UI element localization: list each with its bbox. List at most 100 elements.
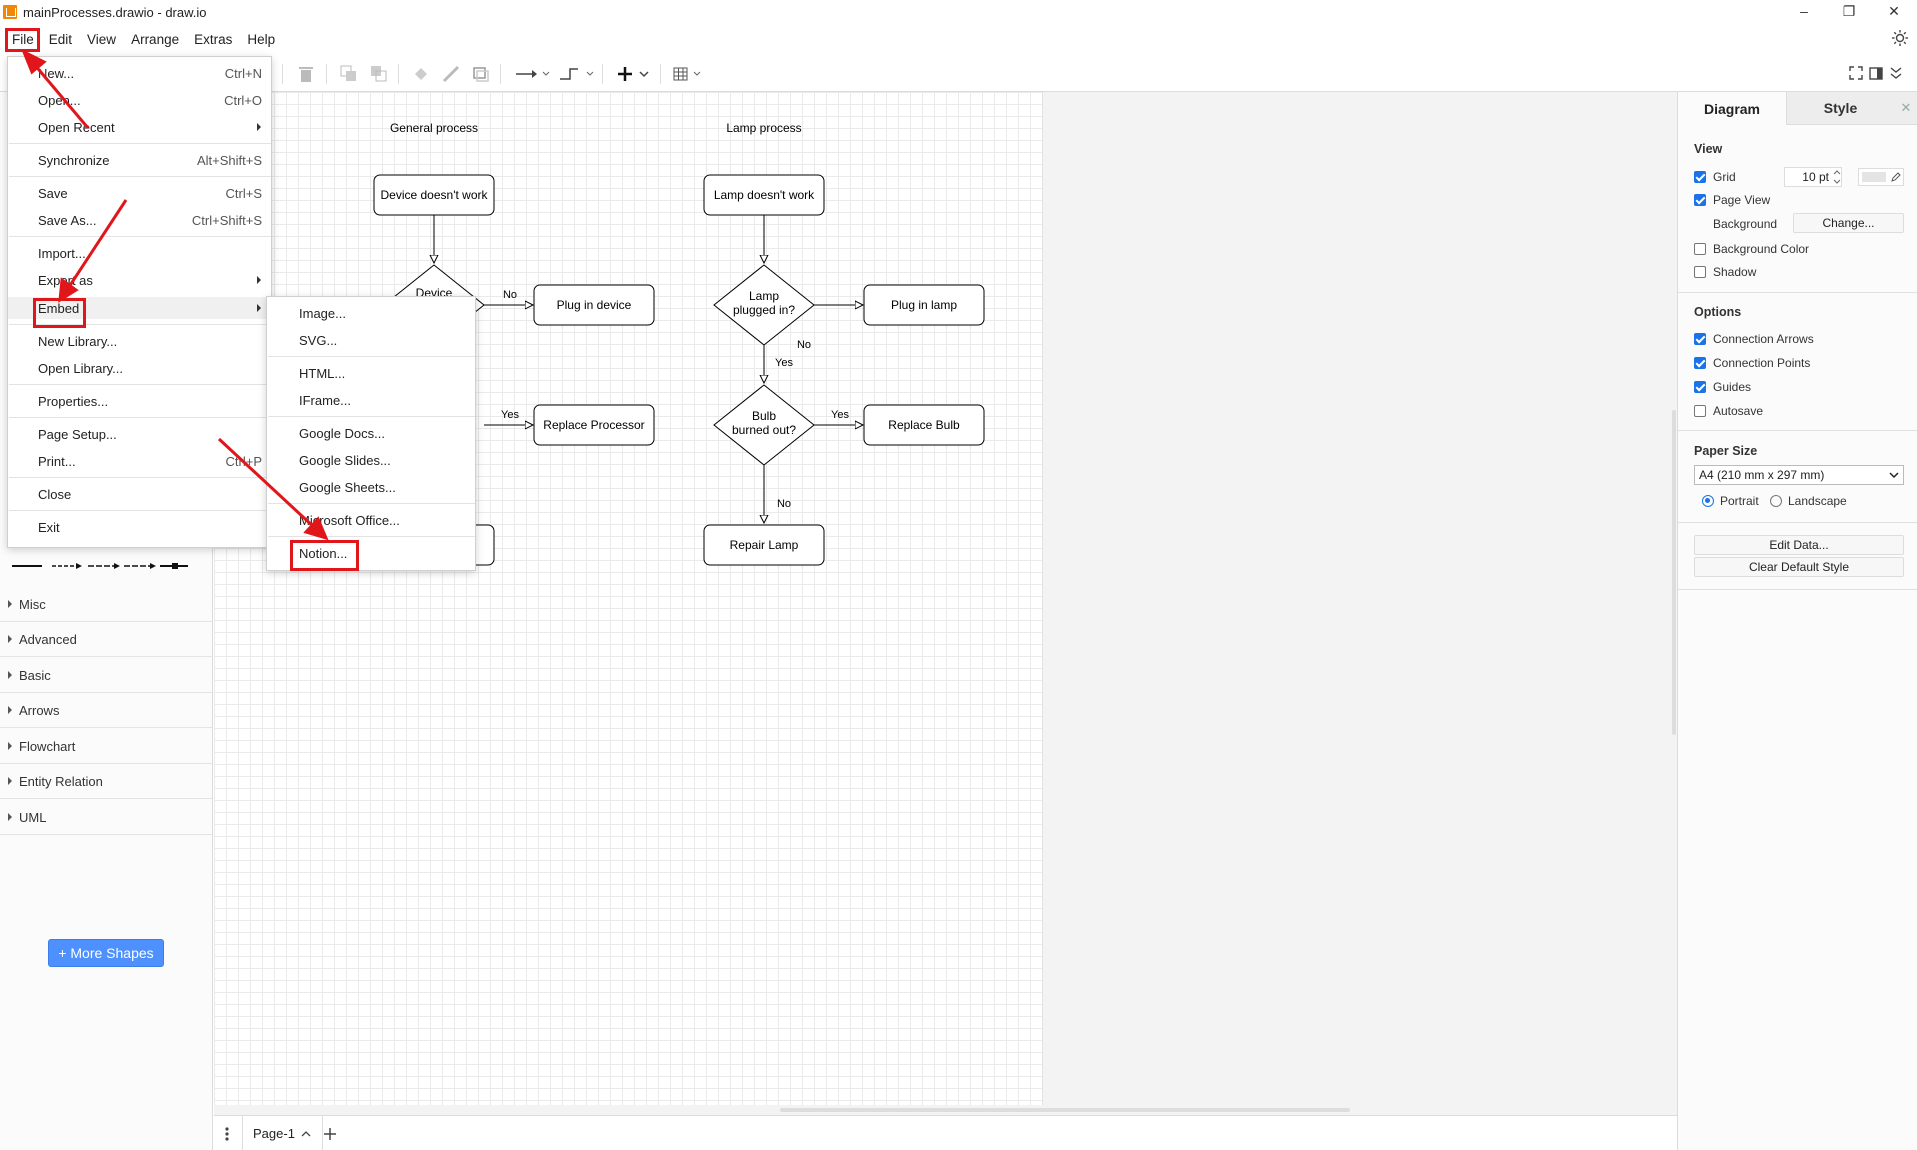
- lamp-repair-node[interactable]: [703, 524, 825, 566]
- menu-item-export-as[interactable]: Export as: [8, 269, 271, 291]
- line-color-icon[interactable]: [442, 65, 460, 83]
- checkbox-unchecked-icon[interactable]: [1694, 266, 1706, 278]
- grid-size-input[interactable]: 10 pt: [1784, 167, 1842, 187]
- menu-help[interactable]: Help: [247, 31, 276, 47]
- change-background-button[interactable]: Change...: [1793, 213, 1904, 233]
- embed-item-google-slides[interactable]: Google Slides...: [299, 452, 391, 468]
- menu-arrange[interactable]: Arrange: [131, 31, 180, 47]
- menu-item-open[interactable]: Open...Ctrl+O: [38, 92, 262, 108]
- page-tab-active[interactable]: Page-1: [242, 1116, 323, 1150]
- checkbox-checked-icon[interactable]: [1694, 171, 1706, 183]
- spinner-arrows-icon[interactable]: [1832, 168, 1842, 186]
- shadow-checkbox[interactable]: Shadow: [1694, 265, 1756, 279]
- fill-color-icon[interactable]: [412, 65, 430, 83]
- shape-category-flowchart[interactable]: Flowchart: [0, 729, 212, 764]
- embed-item-html[interactable]: HTML...: [299, 365, 346, 381]
- shape-category-uml[interactable]: UML: [0, 800, 212, 835]
- pages-menu-icon[interactable]: [222, 1126, 232, 1142]
- menu-item-import[interactable]: Import...: [38, 245, 86, 261]
- menu-item-properties[interactable]: Properties...: [38, 393, 109, 409]
- clear-default-style-button[interactable]: Clear Default Style: [1694, 557, 1904, 577]
- shape-category-basic[interactable]: Basic: [0, 658, 212, 693]
- collapse-chevrons-icon[interactable]: [1888, 65, 1904, 83]
- landscape-radio[interactable]: Landscape: [1770, 494, 1847, 508]
- menu-item-exit[interactable]: Exit: [38, 519, 60, 535]
- menu-item-page-setup[interactable]: Page Setup...: [38, 426, 117, 442]
- general-plug-node[interactable]: [533, 284, 655, 326]
- menu-item-open-library[interactable]: Open Library...: [38, 360, 124, 376]
- paper-size-select[interactable]: A4 (210 mm x 297 mm): [1694, 465, 1904, 485]
- shape-category-entity-relation[interactable]: Entity Relation: [0, 764, 212, 799]
- chevron-up-icon[interactable]: [300, 1129, 312, 1139]
- connection-arrows-checkbox[interactable]: Connection Arrows: [1694, 332, 1814, 346]
- checkbox-checked-icon[interactable]: [1694, 381, 1706, 393]
- shape-category-misc[interactable]: Misc: [0, 587, 212, 622]
- more-shapes-button[interactable]: + More Shapes: [48, 939, 164, 967]
- menu-edit[interactable]: Edit: [48, 31, 73, 47]
- tab-style[interactable]: Style: [1786, 92, 1894, 125]
- connection-style-icon[interactable]: [514, 65, 550, 83]
- menu-item-open-recent[interactable]: Open Recent: [8, 116, 271, 138]
- shadow-icon[interactable]: [472, 65, 490, 83]
- close-window-button[interactable]: ✕: [1872, 0, 1916, 22]
- tab-diagram[interactable]: Diagram: [1678, 92, 1786, 125]
- menu-item-print[interactable]: Print...Ctrl+P: [38, 453, 262, 469]
- checkbox-checked-icon[interactable]: [1694, 357, 1706, 369]
- menu-view[interactable]: View: [87, 31, 117, 47]
- radio-selected-icon[interactable]: [1702, 495, 1714, 507]
- diagram-canvas[interactable]: General process Lamp process Device does…: [214, 92, 1677, 1115]
- general-replace-node[interactable]: [533, 404, 655, 446]
- shape-category-arrows[interactable]: Arrows: [0, 693, 212, 728]
- embed-item-google-sheets[interactable]: Google Sheets...: [299, 479, 396, 495]
- waypoints-icon[interactable]: [558, 65, 594, 83]
- minimize-button[interactable]: –: [1782, 0, 1826, 22]
- connection-points-checkbox[interactable]: Connection Points: [1694, 356, 1810, 370]
- grid-checkbox[interactable]: Grid: [1694, 170, 1736, 184]
- checkbox-checked-icon[interactable]: [1694, 333, 1706, 345]
- connector-shapes-row[interactable]: [12, 561, 192, 571]
- lamp-replace-node[interactable]: [863, 404, 985, 446]
- fullscreen-icon[interactable]: [1848, 65, 1864, 83]
- autosave-checkbox[interactable]: Autosave: [1694, 404, 1763, 418]
- embed-item-iframe[interactable]: IFrame...: [299, 392, 352, 408]
- to-front-icon[interactable]: [340, 65, 358, 83]
- page-view-checkbox[interactable]: Page View: [1694, 193, 1770, 207]
- restore-button[interactable]: ❐: [1827, 0, 1871, 22]
- diagram-page[interactable]: [214, 92, 1043, 1105]
- guides-checkbox[interactable]: Guides: [1694, 380, 1751, 394]
- grid-color-button[interactable]: [1858, 168, 1904, 186]
- menu-item-close[interactable]: Close: [38, 486, 72, 502]
- close-panel-icon[interactable]: ✕: [1894, 92, 1917, 125]
- checkbox-unchecked-icon[interactable]: [1694, 243, 1706, 255]
- edit-data-button[interactable]: Edit Data...: [1694, 535, 1904, 555]
- delete-icon[interactable]: [298, 65, 314, 83]
- table-icon[interactable]: [672, 65, 708, 83]
- checkbox-unchecked-icon[interactable]: [1694, 405, 1706, 417]
- format-panel-icon[interactable]: [1868, 65, 1884, 83]
- lamp-plug-node[interactable]: [863, 284, 985, 326]
- menu-bar: File Edit View Arrange Extras Help: [0, 26, 1917, 52]
- background-color-checkbox[interactable]: Background Color: [1694, 242, 1809, 256]
- insert-plus-icon[interactable]: [616, 65, 652, 83]
- embed-item-google-docs[interactable]: Google Docs...: [299, 425, 385, 441]
- checkbox-checked-icon[interactable]: [1694, 194, 1706, 206]
- to-back-icon[interactable]: [370, 65, 388, 83]
- vertical-scrollbar[interactable]: [1672, 410, 1676, 735]
- horizontal-scrollbar[interactable]: [780, 1108, 1350, 1112]
- shape-category-advanced[interactable]: Advanced: [0, 622, 212, 657]
- menu-item-save-as[interactable]: Save As...Ctrl+Shift+S: [38, 212, 262, 228]
- embed-item-notion[interactable]: Notion...: [299, 545, 348, 561]
- menu-item-new-library[interactable]: New Library...: [38, 333, 118, 349]
- embed-item-image[interactable]: Image...: [299, 305, 346, 321]
- menu-file[interactable]: File: [12, 31, 34, 47]
- menu-extras[interactable]: Extras: [194, 31, 233, 47]
- add-page-icon[interactable]: [322, 1126, 338, 1142]
- embed-item-microsoft-office[interactable]: Microsoft Office...: [299, 512, 400, 528]
- menu-item-new[interactable]: New...Ctrl+N: [38, 65, 262, 81]
- portrait-radio[interactable]: Portrait: [1702, 494, 1759, 508]
- embed-item-svg[interactable]: SVG...: [299, 332, 338, 348]
- radio-unselected-icon[interactable]: [1770, 495, 1782, 507]
- theme-sun-icon[interactable]: [1891, 29, 1909, 47]
